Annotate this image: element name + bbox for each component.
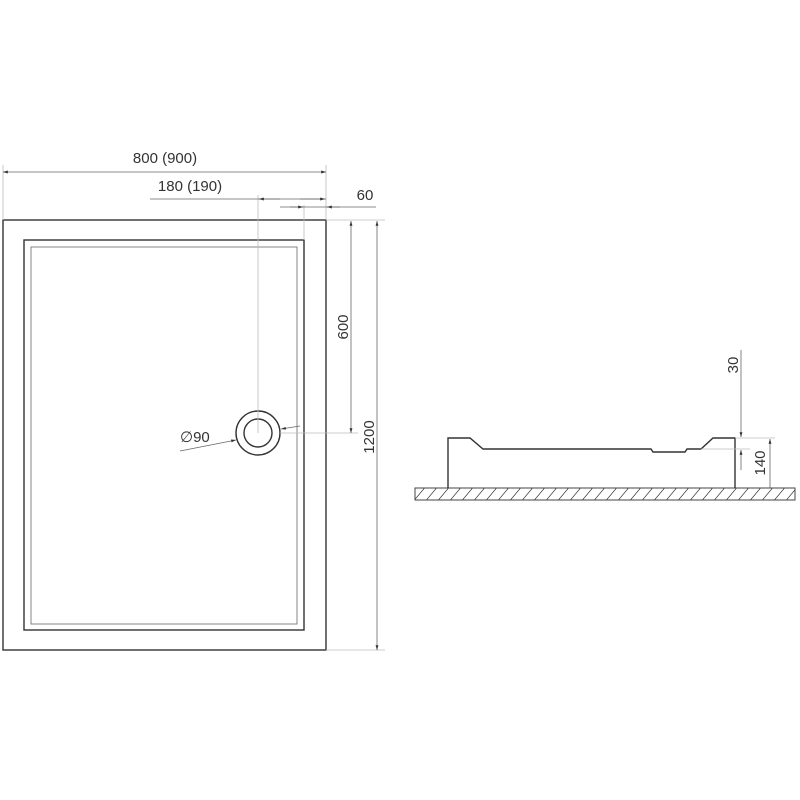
tray-outline [2, 219, 327, 651]
tray-profile [447, 437, 736, 488]
tray-inner-rim [23, 239, 305, 631]
length-label: 1200 [361, 420, 378, 453]
top-view: 800 (900) 180 (190) 60 600 1200 ∅90 [2, 150, 385, 651]
drain-offset-label: 180 (190) [158, 178, 222, 195]
edge-offset-label: 60 [357, 187, 374, 204]
rim-label: 30 [725, 357, 742, 374]
width-label: 800 (900) [133, 150, 197, 167]
floor-hatch [414, 487, 796, 501]
side-view: 30 140 [414, 350, 796, 501]
tray-basin [30, 246, 298, 625]
drain-diameter-label: ∅90 [180, 429, 210, 446]
drain-depth-label: 600 [335, 314, 352, 339]
height-label: 140 [752, 450, 769, 475]
